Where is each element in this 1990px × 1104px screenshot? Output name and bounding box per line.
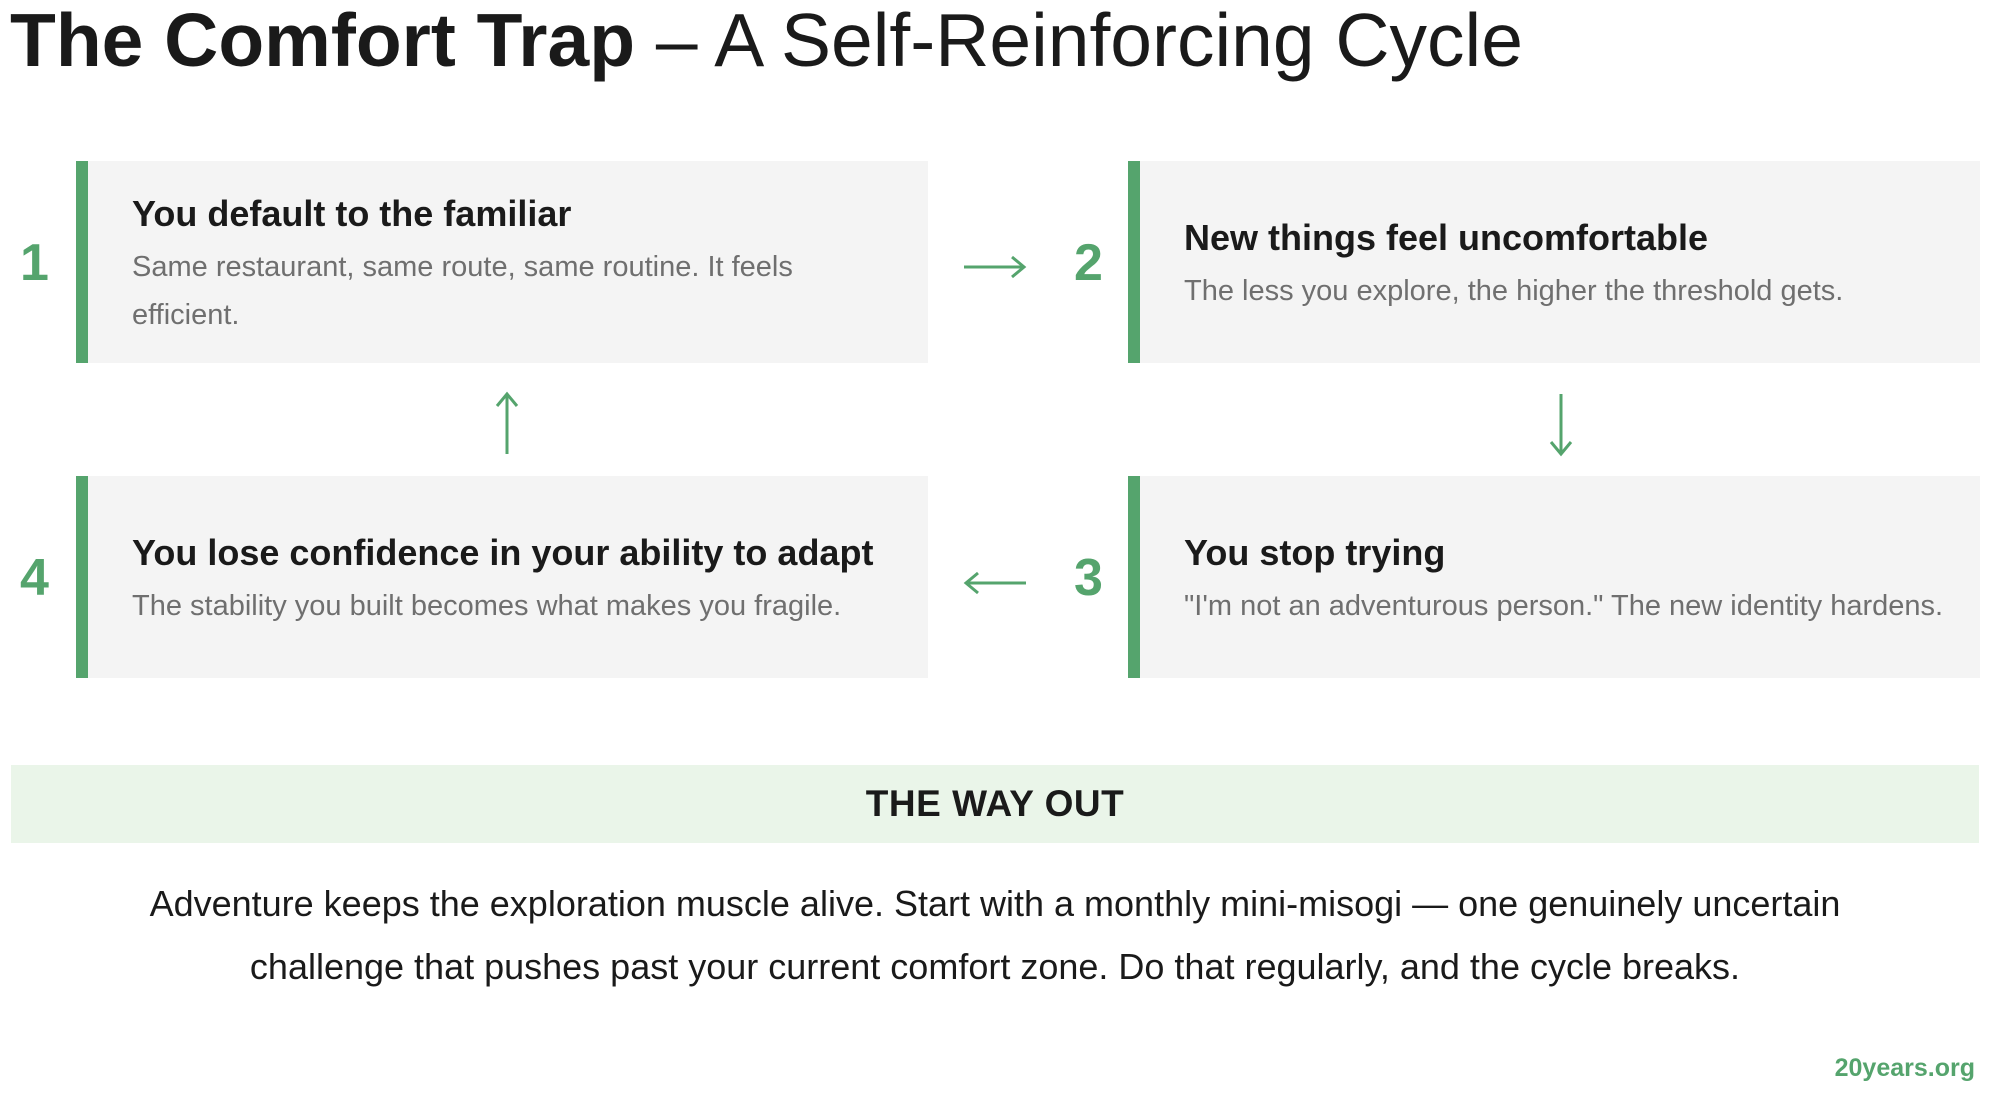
step-4-card: You lose confidence in your ability to a…: [76, 476, 928, 678]
step-1-title: You default to the familiar: [132, 193, 572, 234]
way-out-heading: THE WAY OUT: [865, 783, 1125, 824]
step-3-description: "I'm not an adventurous person." The new…: [1184, 590, 1944, 622]
step-2-number: 2: [1074, 234, 1103, 292]
way-out-text: Adventure keeps the exploration muscle a…: [149, 883, 1841, 987]
step-1-card: You default to the familiar Same restaur…: [76, 161, 928, 363]
step-1-description: Same restaurant, same route, same routin…: [132, 251, 793, 331]
step-3-title: You stop trying: [1184, 532, 1446, 573]
arrow-right-icon: [964, 255, 1027, 279]
page-title-bold: The Comfort Trap: [10, 0, 636, 82]
step-4-description: The stability you built becomes what mak…: [132, 590, 842, 622]
step-2-title: New things feel uncomfortable: [1184, 217, 1709, 258]
step-2-card: New things feel uncomfortable The less y…: [1128, 161, 1980, 363]
page-title-rest: – A Self-Reinforcing Cycle: [635, 0, 1523, 82]
page-title: The Comfort Trap – A Self-Reinforcing Cy…: [10, 0, 1523, 80]
step-4-number: 4: [20, 549, 49, 607]
arrow-down-icon: [1549, 394, 1573, 457]
arrow-left-icon: [963, 571, 1026, 595]
step-1-number: 1: [20, 234, 49, 292]
step-3-card: You stop trying "I'm not an adventurous …: [1128, 476, 1980, 678]
step-4-title: You lose confidence in your ability to a…: [132, 532, 874, 573]
step-2-description: The less you explore, the higher the thr…: [1184, 275, 1844, 307]
arrow-up-icon: [495, 391, 519, 454]
step-3-number: 3: [1074, 549, 1103, 607]
footer-site: 20years.org: [1834, 1054, 1975, 1082]
way-out-banner: THE WAY OUT: [11, 765, 1979, 843]
